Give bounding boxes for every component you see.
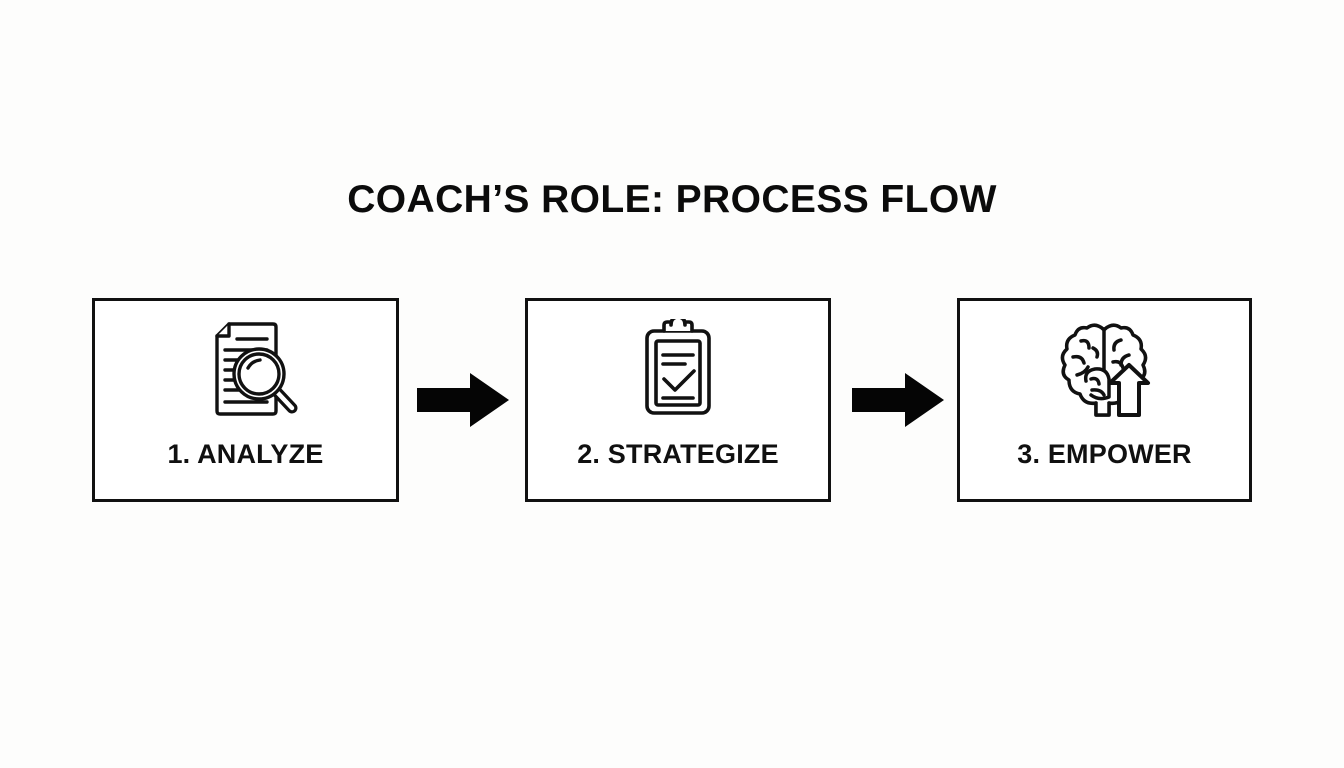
step-label-empower: 3. EMPOWER	[1017, 439, 1192, 469]
arrow-right-icon	[417, 373, 509, 427]
brain-up-arrow-icon	[1051, 319, 1159, 423]
step-label-strategize: 2. STRATEGIZE	[577, 439, 779, 469]
arrow-right-icon	[852, 373, 944, 427]
document-magnifier-icon	[187, 319, 305, 423]
step-card-analyze[interactable]: 1. ANALYZE	[92, 298, 399, 502]
page-title: COACH’S ROLE: PROCESS FLOW	[347, 178, 997, 221]
step-card-strategize[interactable]: 2. STRATEGIZE	[525, 298, 831, 502]
step-card-empower[interactable]: 3. EMPOWER	[957, 298, 1252, 502]
step-label-analyze: 1. ANALYZE	[167, 439, 324, 469]
clipboard-check-icon	[626, 319, 730, 423]
process-flow-row: 1. ANALYZE	[92, 298, 1252, 502]
